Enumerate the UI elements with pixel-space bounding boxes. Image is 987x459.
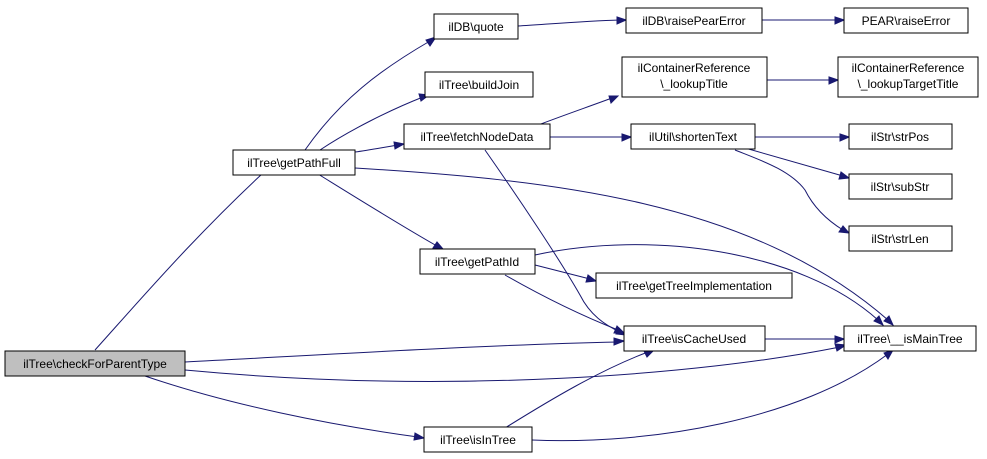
- edge-shortenText-strLen: [734, 149, 851, 234]
- node-label: ilStr\strPos: [871, 130, 929, 144]
- node-label-line1: ilContainerReference: [638, 61, 751, 75]
- edge-lookupTitle-lookupTargetTitle: [766, 76, 840, 85]
- node-label: ilDB\quote: [448, 20, 504, 34]
- nodes: ilTree\checkForParentType ilTree\getPath…: [4, 7, 979, 453]
- edge-getPathFull-isMainTree: [354, 167, 894, 326]
- edge-raisePearError-pearRaiseError: [762, 16, 846, 25]
- node-shortenText[interactable]: ilUtil\shortenText: [630, 123, 756, 150]
- node-lookupTargetTitle[interactable]: ilContainerReference \_lookupTargetTitle: [837, 56, 979, 98]
- node-label: ilTree\fetchNodeData: [421, 130, 534, 144]
- edge-getPathId-getTreeImplementation: [534, 264, 598, 283]
- node-label: ilTree\getPathFull: [247, 156, 341, 170]
- edge-shortenText-strPos: [754, 133, 851, 142]
- node-raisePearError[interactable]: ilDB\raisePearError: [625, 7, 763, 34]
- edge-getPathFull-getPathId: [317, 173, 445, 250]
- edge-checkForParentType-getPathFull: [94, 161, 276, 351]
- node-checkForParentType: ilTree\checkForParentType: [4, 350, 186, 377]
- node-label: ilTree\getTreeImplementation: [616, 279, 772, 293]
- edge-isCacheUsed-isMainTree: [765, 335, 846, 344]
- node-label: ilUtil\shortenText: [649, 130, 738, 144]
- node-label-line2: \_lookupTargetTitle: [858, 77, 959, 91]
- node-label: ilStr\subStr: [871, 180, 930, 194]
- edge-checkForParentType-isCacheUsed: [184, 337, 626, 363]
- node-label-line1: ilContainerReference: [852, 61, 965, 75]
- edge-getPathId-isMainTree: [534, 244, 884, 326]
- node-label: ilDB\raisePearError: [642, 14, 745, 28]
- node-fetchNodeData[interactable]: ilTree\fetchNodeData: [403, 123, 551, 150]
- node-isCacheUsed[interactable]: ilTree\isCacheUsed: [623, 325, 766, 352]
- node-buildJoin[interactable]: ilTree\buildJoin: [424, 71, 534, 98]
- edge-fetchNodeData-isCacheUsed: [484, 149, 628, 336]
- node-label: ilStr\strLen: [871, 232, 928, 246]
- node-lookupTitle[interactable]: ilContainerReference \_lookupTitle: [621, 56, 768, 98]
- edge-isInTree-isMainTree: [531, 349, 895, 442]
- node-isInTree[interactable]: ilTree\isInTree: [423, 426, 533, 453]
- node-label: ilTree\getPathId: [435, 255, 519, 269]
- edge-checkForParentType-isMainTree: [184, 343, 848, 382]
- edge-checkForParentType-isInTree: [144, 375, 426, 441]
- edge-fetchNodeData-shortenText: [549, 133, 633, 142]
- edge-getPathId-isCacheUsed: [504, 274, 626, 334]
- node-getPathId[interactable]: ilTree\getPathId: [419, 248, 536, 275]
- node-label-line2: \_lookupTitle: [660, 77, 728, 91]
- edge-getPathFull-fetchNodeData: [354, 141, 406, 153]
- edge-isInTree-isCacheUsed: [504, 349, 656, 429]
- node-label: ilTree\checkForParentType: [23, 357, 167, 371]
- node-label: ilTree\isInTree: [440, 433, 516, 447]
- edge-shortenText-subStr: [744, 147, 851, 180]
- node-label: ilTree\__isMainTree: [857, 332, 962, 346]
- node-label: ilTree\isCacheUsed: [642, 332, 746, 346]
- node-subStr[interactable]: ilStr\subStr: [848, 173, 953, 200]
- node-getTreeImplementation[interactable]: ilTree\getTreeImplementation: [595, 272, 793, 299]
- node-isMainTree[interactable]: ilTree\__isMainTree: [843, 325, 977, 352]
- node-label: ilTree\buildJoin: [439, 78, 519, 92]
- node-strLen[interactable]: ilStr\strLen: [848, 225, 953, 252]
- node-getPathFull[interactable]: ilTree\getPathFull: [232, 149, 356, 176]
- edges: [94, 16, 895, 442]
- node-strPos[interactable]: ilStr\strPos: [848, 123, 953, 150]
- node-pearRaiseError[interactable]: PEAR\raiseError: [843, 7, 969, 34]
- node-quote[interactable]: ilDB\quote: [433, 13, 519, 40]
- node-label: PEAR\raiseError: [862, 14, 951, 28]
- edge-quote-raisePearError: [517, 16, 628, 27]
